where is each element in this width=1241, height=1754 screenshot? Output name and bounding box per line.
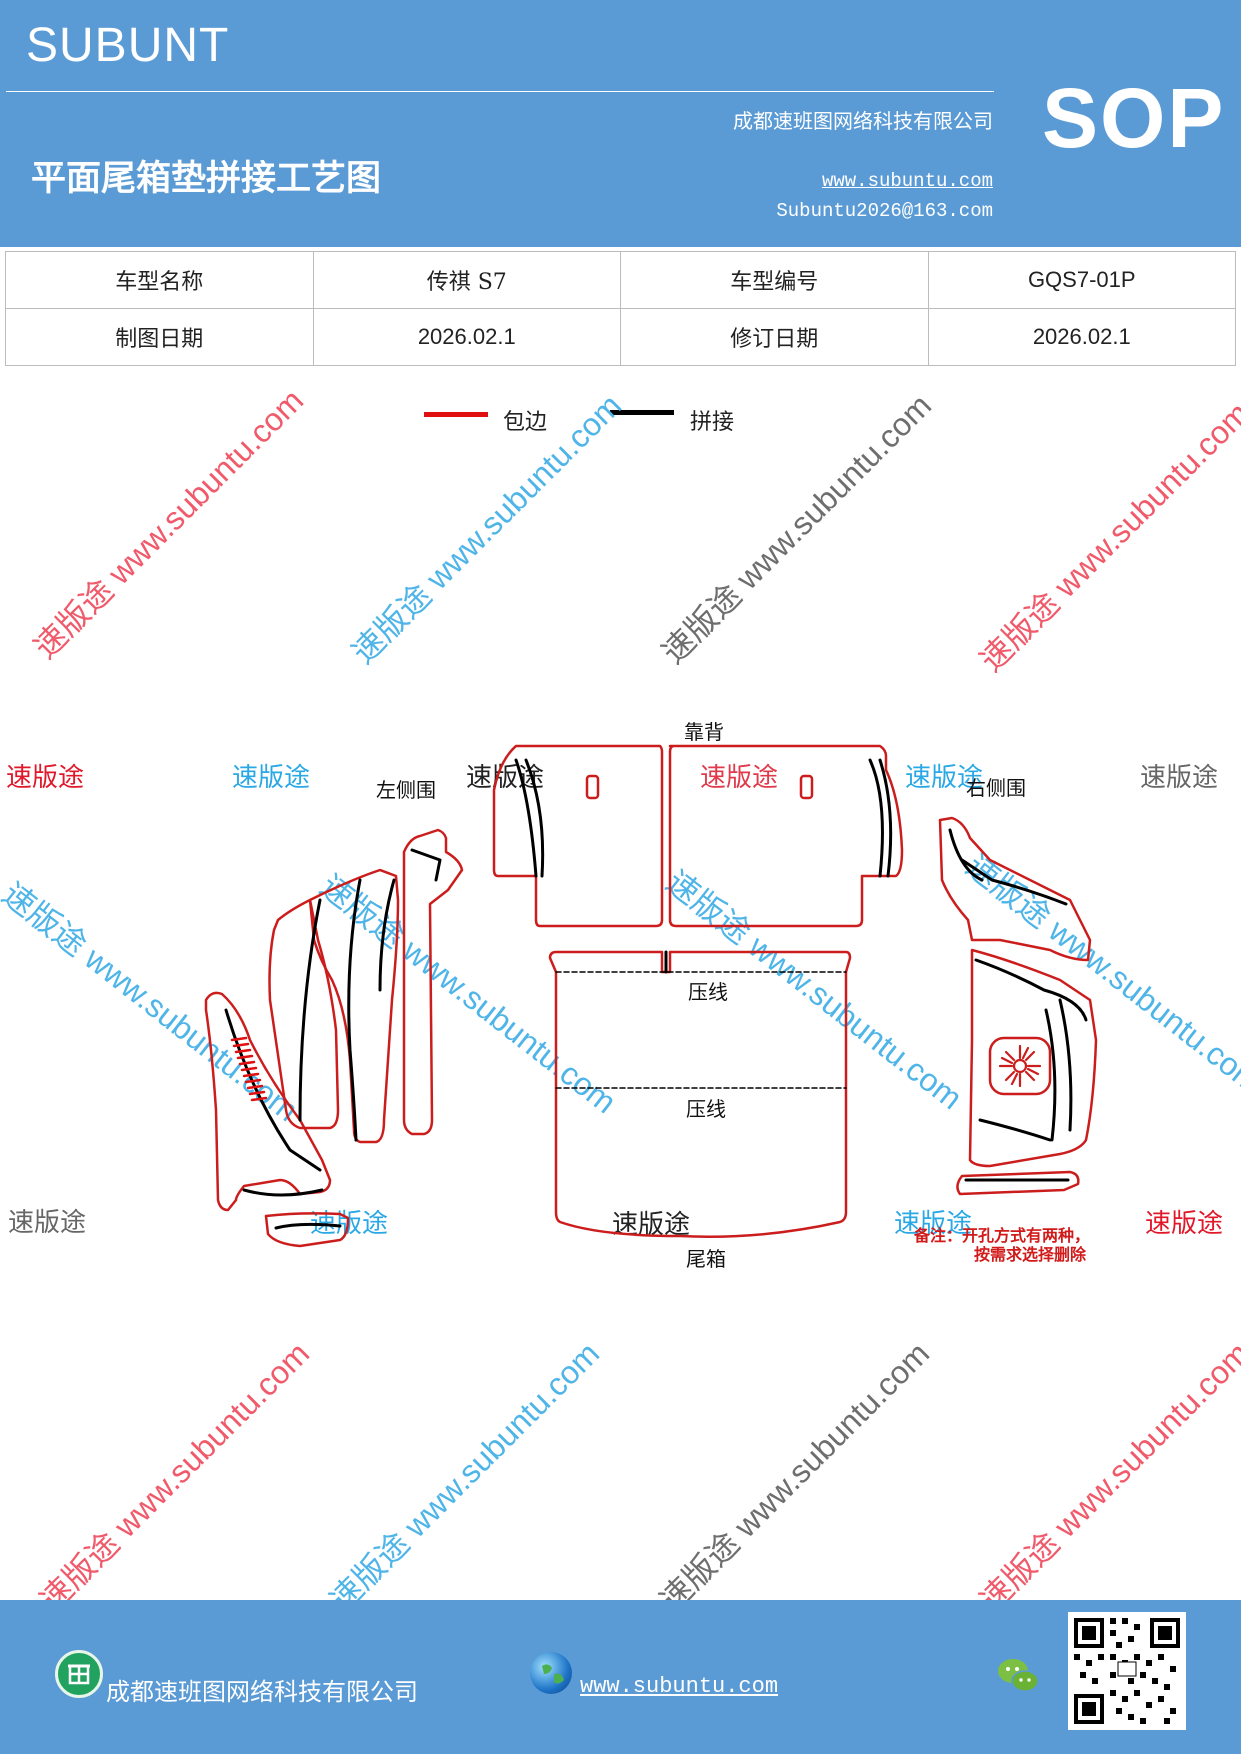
right-splice-5 — [1044, 1008, 1057, 1142]
right-speaker-cutout — [988, 1036, 1052, 1096]
watermark-short: 速版途 — [700, 763, 779, 793]
left-side-panel-mid — [308, 868, 400, 1144]
left-vent-slots — [230, 1036, 268, 1102]
left-splice-7 — [274, 1222, 342, 1230]
drawing-note: 备注：开孔方式有两种， 按需求选择删除 — [914, 1226, 1090, 1264]
value-draw-date: 2026.02.1 — [312, 308, 621, 366]
right-splice-3 — [974, 958, 1088, 1022]
value-model-code: GQS7-01P — [927, 251, 1236, 309]
left-splice-1 — [298, 898, 322, 1122]
value-revision-date: 2026.02.1 — [927, 308, 1236, 366]
legend-splice-swatch — [610, 410, 674, 415]
backrest-left-panel — [492, 744, 664, 928]
brand-name: SUBUNT — [26, 19, 230, 72]
header-divider — [6, 91, 994, 92]
right-speaker-icon — [998, 1044, 1042, 1088]
label-trunk: 尾箱 — [686, 1247, 726, 1271]
table-row: 制图日期 2026.02.1 修订日期 2026.02.1 — [5, 308, 1236, 366]
left-side-panel-bottom — [264, 1212, 350, 1248]
value-model-name: 传祺 S7 — [312, 251, 621, 309]
label-model-name: 车型名称 — [5, 251, 314, 309]
note-line-2: 按需求选择删除 — [974, 1245, 1087, 1264]
right-side-panel-lower — [968, 948, 1098, 1168]
qr-code-icon — [1068, 1612, 1186, 1730]
watermark-short: 速版途 — [1140, 763, 1219, 793]
wechat-icon[interactable] — [996, 1656, 1040, 1696]
label-draw-date: 制图日期 — [5, 308, 314, 366]
watermark-short: 速版途 — [6, 763, 85, 793]
document-title: 平面尾箱垫拼接工艺图 — [31, 158, 382, 199]
right-side-panel-bottom — [956, 1170, 1080, 1196]
building-icon — [55, 1650, 103, 1698]
left-splice-2 — [347, 878, 362, 1142]
header-company: 成都速班图网络科技有限公司 — [733, 109, 993, 133]
footer-website-link[interactable]: www.subuntu.com — [580, 1674, 779, 1699]
watermark-short: 速版途 — [894, 1209, 973, 1239]
backrest-right-slot — [799, 774, 814, 800]
backrest-left-slot — [585, 774, 600, 800]
left-splice-6 — [242, 1188, 324, 1197]
left-side-panel-front — [204, 991, 332, 1212]
backrest-right-panel — [668, 744, 904, 928]
watermark-short: 速版途 — [1145, 1209, 1224, 1239]
label-left-side: 左侧围 — [376, 778, 436, 802]
right-splice-2 — [960, 858, 1068, 906]
watermark-short: 速版途 — [905, 763, 984, 793]
right-splice-1 — [948, 828, 984, 882]
left-splice-5 — [224, 1008, 322, 1172]
backrest-right-splice — [868, 758, 884, 878]
right-splice-6 — [978, 1118, 1052, 1142]
table-row: 车型名称 传祺 S7 车型编号 GQS7-01P — [5, 251, 1236, 309]
header-banner — [0, 0, 1241, 247]
label-model-code: 车型编号 — [620, 251, 929, 309]
backrest-left-splice — [514, 758, 538, 878]
header-website-link[interactable]: www.subuntu.com — [821, 170, 993, 192]
backrest-right-splice-2 — [878, 758, 893, 878]
label-crease-2: 压线 — [686, 1097, 726, 1121]
right-splice-4 — [1058, 998, 1073, 1132]
footer-company: 成都速班图网络科技有限公司 — [106, 1678, 418, 1706]
watermark-short: 速版途 — [232, 763, 311, 793]
watermark-short: 速版途 — [8, 1208, 87, 1238]
legend-wrap-swatch — [424, 412, 488, 417]
label-revision-date: 修订日期 — [620, 308, 929, 366]
label-crease-1: 压线 — [688, 980, 728, 1004]
trunk-floor-panel — [548, 950, 852, 1238]
legend-splice-label: 拼接 — [690, 410, 735, 435]
label-right-side: 右侧围 — [966, 776, 1026, 800]
left-side-panel-outer — [402, 828, 464, 1136]
globe-icon — [530, 1652, 572, 1694]
legend-wrap-label: 包边 — [503, 410, 548, 435]
note-line-1: 备注：开孔方式有两种， — [914, 1226, 1091, 1245]
right-side-panel-upper — [938, 816, 1092, 962]
backrest-left-splice-2 — [524, 758, 545, 878]
left-side-panel-rear — [268, 898, 340, 1130]
label-backrest: 靠背 — [684, 720, 724, 744]
left-splice-3 — [378, 878, 396, 992]
left-splice-4 — [410, 848, 442, 882]
header-email: Subuntu2026@163.com — [776, 200, 993, 222]
vehicle-info-table: 车型名称 传祺 S7 车型编号 GQS7-01P 制图日期 2026.02.1 … — [5, 251, 1236, 366]
sop-badge: SOP — [1042, 71, 1226, 165]
